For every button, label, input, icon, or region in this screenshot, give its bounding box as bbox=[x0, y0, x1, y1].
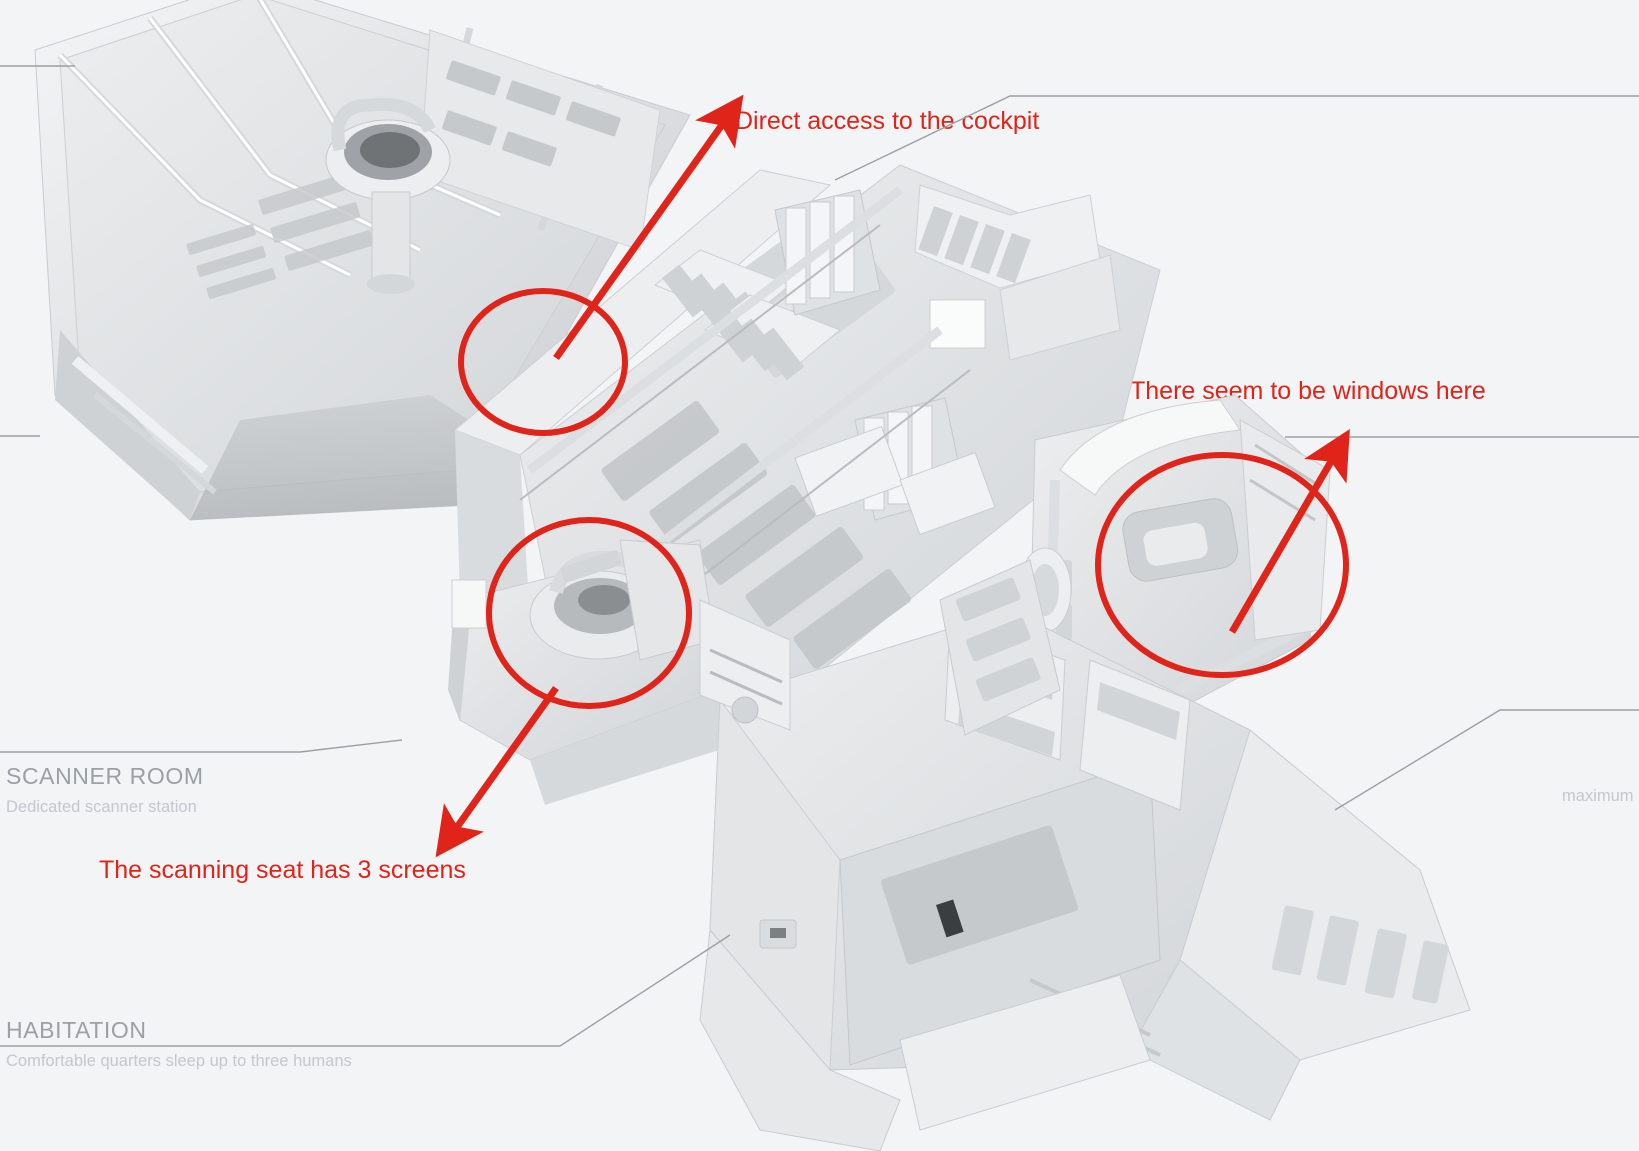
leader-line-top-right bbox=[834, 95, 1639, 181]
annotation-label-cockpit-access: Direct access to the cockpit bbox=[735, 107, 1040, 135]
callout-scanner-room-title: SCANNER ROOM bbox=[6, 763, 204, 789]
annotation-arrow-scanner-seat bbox=[435, 685, 559, 858]
leader-line-scanner bbox=[0, 739, 403, 753]
annotation-circle-scanner-seat bbox=[486, 517, 692, 709]
callout-habitation-subtitle: Comfortable quarters sleep up to three h… bbox=[6, 1052, 352, 1070]
callout-scanner-room: SCANNER ROOM Dedicated scanner station bbox=[6, 765, 204, 816]
equipment-racks-right bbox=[914, 184, 1121, 361]
habitation-wing bbox=[699, 609, 1471, 1151]
spine-detail bbox=[699, 559, 1061, 736]
leader-line-habitation bbox=[0, 934, 731, 1047]
callout-habitation: HABITATION Comfortable quarters sleep up… bbox=[6, 1019, 352, 1070]
callout-partial-maximum: maximum bbox=[1562, 787, 1634, 805]
annotation-label-windows-here: There seem to be windows here bbox=[1130, 377, 1486, 405]
callout-scanner-room-subtitle: Dedicated scanner station bbox=[6, 798, 197, 816]
callout-habitation-title: HABITATION bbox=[6, 1017, 147, 1043]
annotation-circle-cockpit bbox=[458, 288, 628, 436]
annotation-arrow-cockpit bbox=[553, 94, 744, 361]
annotation-circle-windows bbox=[1095, 452, 1349, 678]
cockpit-module bbox=[34, 0, 691, 521]
annotation-arrow-windows bbox=[1228, 428, 1350, 634]
scanner-room-pod bbox=[448, 539, 735, 805]
annotation-label-scanning-seat: The scanning seat has 3 screens bbox=[99, 856, 466, 884]
pilot-seat bbox=[325, 97, 451, 294]
leader-line-right-lower bbox=[1334, 709, 1639, 811]
